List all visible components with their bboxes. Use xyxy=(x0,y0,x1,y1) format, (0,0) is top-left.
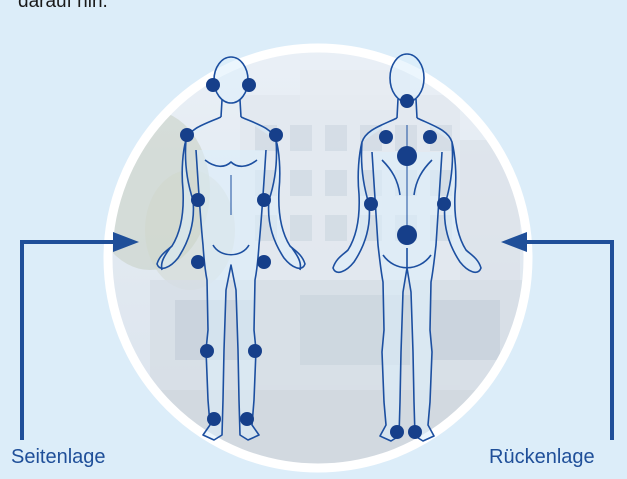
pressure-point-shoulder-left xyxy=(180,128,194,142)
pressure-point-elbow-left xyxy=(364,197,378,211)
pressure-point-back-of-head xyxy=(400,94,414,108)
seitenlage-label: Seitenlage xyxy=(11,446,106,469)
pressure-point-ankle-right xyxy=(240,412,254,426)
pressure-point-elbow-right xyxy=(437,197,451,211)
pressure-point-shoulder-blade-right xyxy=(423,130,437,144)
pressure-point-shoulder-blade-left xyxy=(379,130,393,144)
pressure-point-knee-right xyxy=(248,344,262,358)
pressure-point-elbow-left xyxy=(191,193,205,207)
pressure-point-shoulder-right xyxy=(269,128,283,142)
pressure-point-spine-upper xyxy=(397,146,417,166)
pressure-point-wrist-left xyxy=(191,255,205,269)
pressure-point-elbow-right xyxy=(257,193,271,207)
rueckenlage-label: Rückenlage xyxy=(489,446,595,469)
pressure-point-ankle-left xyxy=(207,412,221,426)
pressure-point-head-right xyxy=(242,78,256,92)
pressure-point-heel-left xyxy=(390,425,404,439)
pressure-point-sacrum xyxy=(397,225,417,245)
pressure-point-heel-right xyxy=(408,425,422,439)
pressure-point-knee-left xyxy=(200,344,214,358)
pressure-point-head-left xyxy=(206,78,220,92)
pressure-point-wrist-right xyxy=(257,255,271,269)
